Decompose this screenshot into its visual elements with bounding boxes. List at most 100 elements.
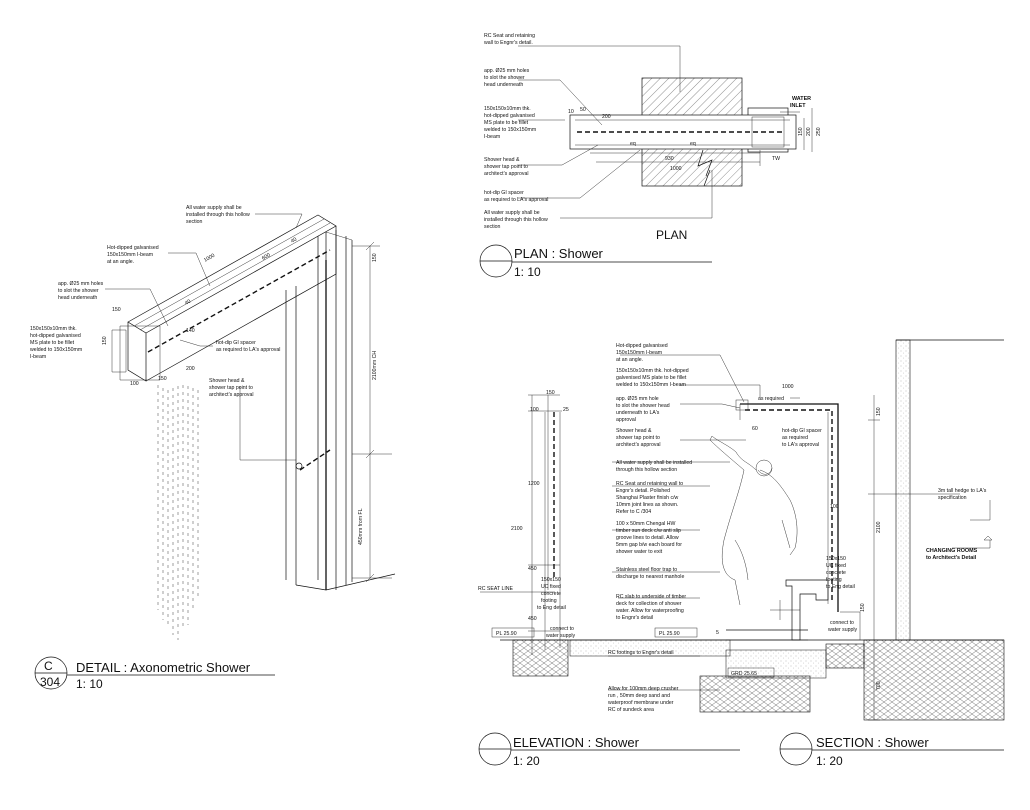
- svg-text:150x150x10mm thk.hot-dipped ga: 150x150x10mm thk.hot-dipped galvanisedMS…: [30, 326, 82, 360]
- elev-dim-2100r: 2100: [876, 521, 882, 533]
- plan-dim-200: 200: [602, 114, 611, 120]
- plan-dim-1000: 1000: [670, 166, 682, 172]
- section-scale: 1: 20: [816, 754, 843, 768]
- plan-title-block: PLAN : Shower 1: 10: [479, 244, 712, 279]
- dim-100: 100: [130, 381, 139, 387]
- svg-text:PL 25.90: PL 25.90: [659, 631, 680, 637]
- elev-dim-150x: 150: [860, 603, 866, 612]
- elev-dim-25: 25: [563, 407, 569, 413]
- elev-note-asreq: as required: [758, 396, 784, 402]
- axon-scale: 1: 10: [76, 677, 103, 691]
- svg-text:Shower head &shower tap point: Shower head &shower tap point toarchitec…: [616, 428, 661, 448]
- level-grd: GRD 25.65: [727, 667, 775, 678]
- elev-dim-2100: 2100: [511, 526, 523, 532]
- plan-scale: 1: 10: [514, 265, 541, 279]
- axon-title-letter: C: [44, 659, 53, 673]
- vdim-fl: 450mm from FL: [358, 508, 364, 545]
- elev-dim-60: 60: [752, 426, 758, 432]
- water-spray: [157, 385, 199, 640]
- elev-dim-100: 100: [530, 407, 539, 413]
- dim-1000: 1000: [203, 253, 216, 264]
- axonometric-detail: [105, 213, 396, 640]
- elev-dim-450a: 450: [528, 566, 537, 572]
- svg-text:Shower head &shower tap point: Shower head &shower tap point toarchitec…: [484, 157, 529, 177]
- elev-dim-100b: 100: [830, 504, 839, 510]
- dim-140: 140: [186, 328, 195, 334]
- plan-dim-10: 10: [568, 109, 574, 115]
- section-title: SECTION : Shower: [816, 735, 929, 750]
- svg-text:RC footings to Engnr's detail: RC footings to Engnr's detail: [608, 650, 674, 656]
- elevation-title: ELEVATION : Shower: [513, 735, 640, 750]
- elevation-scale: 1: 20: [513, 754, 540, 768]
- elevation-drawing: [480, 339, 1005, 721]
- dim-600: 600: [261, 252, 272, 262]
- axon-title-sheet: 304: [40, 675, 60, 689]
- axon-title: DETAIL : Axonometric Shower: [76, 660, 251, 675]
- svg-text:All water supply shall be inst: All water supply shall be installedthrou…: [616, 460, 692, 473]
- dim-40a: 40: [290, 237, 298, 245]
- plan-title: PLAN : Shower: [514, 246, 604, 261]
- plan-dim-tw: TW: [772, 156, 780, 162]
- plan-dim-200b: 200: [806, 127, 812, 136]
- level-pl-left: PL 25.90: [491, 627, 535, 638]
- plan-label: PLAN: [656, 228, 687, 242]
- elev-dim-5: 5: [716, 630, 719, 636]
- elev-dim-450b: 450: [528, 616, 537, 622]
- elev-dim-150r: 150: [876, 407, 882, 416]
- elev-dim-700: 700: [876, 681, 882, 690]
- dim-40b: 40: [184, 299, 192, 307]
- section-title-block: SECTION : Shower 1: 20: [779, 732, 1004, 768]
- svg-text:150x150x10mm thk.hot-dipped ga: 150x150x10mm thk.hot-dipped galvanisedMS…: [484, 106, 536, 140]
- dim-150a: 150: [112, 307, 121, 313]
- plan-dim-930: 930: [665, 156, 674, 162]
- vdim-ch: 2100mm CH: [372, 351, 378, 380]
- elev-dim-1200: 1200: [528, 481, 540, 487]
- dim-200: 200: [186, 366, 195, 372]
